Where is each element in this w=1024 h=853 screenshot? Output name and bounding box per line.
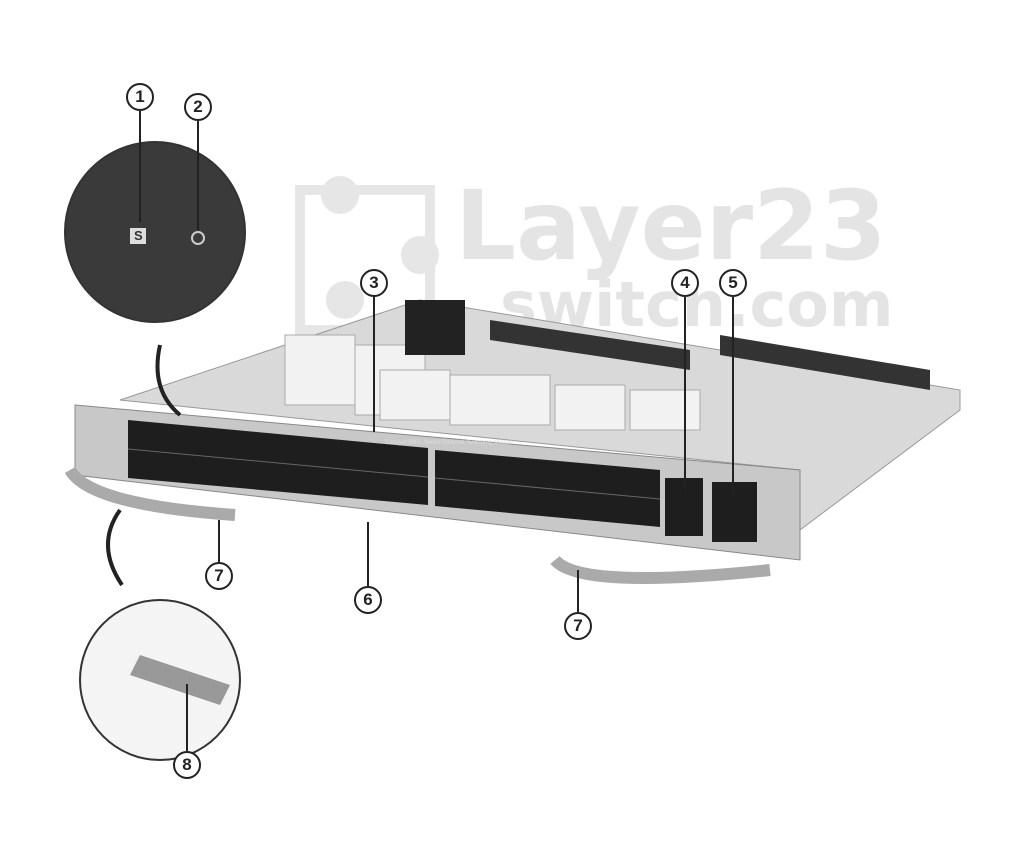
callout-1: 1 <box>126 83 154 111</box>
status-badge <box>130 228 146 244</box>
dimm-rail-2 <box>720 335 930 390</box>
badge-letter: S <box>134 228 143 243</box>
callout-6: 6 <box>354 586 382 614</box>
ejector-handle-right <box>550 555 771 584</box>
led-icon <box>191 231 205 245</box>
leader-lines <box>106 111 734 751</box>
callout-7-right: 7 <box>564 612 592 640</box>
inset-top <box>64 141 246 323</box>
dimm-rail-1 <box>490 320 690 370</box>
callout-5: 5 <box>719 269 747 297</box>
heatsinks <box>284 334 701 431</box>
callout-2: 2 <box>184 93 212 121</box>
module-label: Catalyst 9600 Series Ethernet Switching … <box>385 440 514 446</box>
callout-7-left: 7 <box>205 562 233 590</box>
callout-4: 4 <box>671 269 699 297</box>
callout-3: 3 <box>360 269 388 297</box>
watermark-text: Layer23 <box>455 170 887 282</box>
watermark-logo <box>295 176 439 335</box>
ejector-handle-left <box>64 466 236 521</box>
callout-8: 8 <box>173 751 201 779</box>
qsfp-port-5 <box>712 482 757 542</box>
connector <box>405 300 465 355</box>
